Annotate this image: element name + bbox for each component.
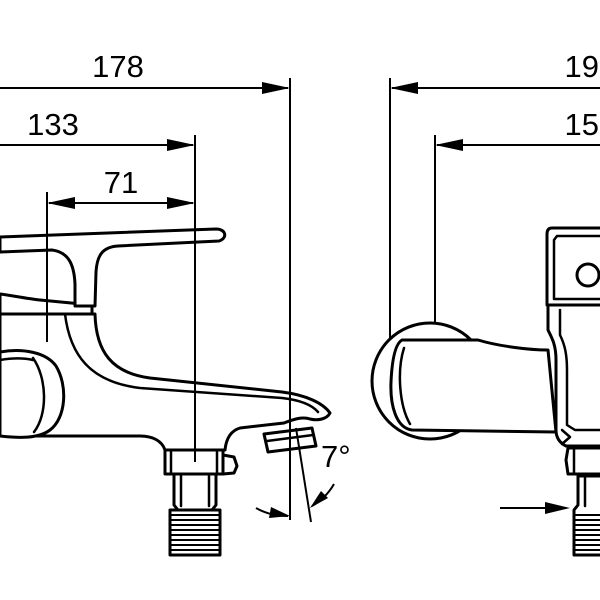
faucet-side bbox=[370, 226, 600, 557]
dimension-spout-reach: 133 bbox=[0, 107, 195, 151]
diverter-knob-top-line bbox=[0, 357, 35, 362]
thread-fitting bbox=[168, 508, 222, 557]
dimension-arrow-side bbox=[545, 502, 570, 514]
dimension-lever-offset: 71 bbox=[47, 165, 195, 209]
arrowhead-right bbox=[167, 197, 195, 209]
faucet-front bbox=[0, 227, 332, 557]
dimension-label-15: 15 bbox=[565, 107, 599, 142]
thread-lines bbox=[170, 514, 220, 551]
arrowhead-left bbox=[390, 82, 418, 94]
dimension-label-178: 178 bbox=[92, 49, 144, 84]
thread-lines bbox=[574, 514, 600, 551]
side-view: 19 15 bbox=[370, 49, 600, 557]
angle-arrowhead-right bbox=[310, 491, 328, 508]
body-side bbox=[546, 303, 600, 448]
arrowhead-left bbox=[47, 197, 75, 209]
arrowhead-right bbox=[167, 139, 195, 151]
angle-annotation: 7° bbox=[255, 427, 351, 523]
thread-fitting-neck-lines bbox=[179, 474, 211, 508]
dimension-label-133: 133 bbox=[27, 107, 79, 142]
dimension-overall-depth: 19 bbox=[390, 49, 600, 94]
indicator-circle bbox=[575, 262, 600, 288]
hex-nut-edge-lines bbox=[169, 448, 219, 476]
diverter-knob-inner-line bbox=[31, 356, 46, 434]
hex-nut-side bbox=[221, 453, 239, 476]
hex-nut-side bbox=[564, 446, 600, 476]
dimension-label-71: 71 bbox=[104, 165, 138, 200]
spout-inner-line bbox=[63, 312, 320, 414]
body-side-notch bbox=[560, 428, 572, 446]
angle-label: 7° bbox=[321, 439, 351, 474]
arrowhead-right bbox=[262, 82, 290, 94]
cartridge-cap-inner-line bbox=[552, 234, 600, 301]
body-side-inner-line bbox=[558, 308, 600, 432]
angle-arrowhead-left bbox=[269, 507, 290, 518]
front-view: 178 133 71 bbox=[0, 49, 351, 557]
dimension-handle-depth: 15 bbox=[435, 107, 600, 151]
dimension-overall-width: 178 bbox=[0, 49, 290, 94]
angle-reference-line bbox=[295, 427, 312, 523]
lever-handle-side bbox=[389, 338, 558, 434]
diverter-knob bbox=[0, 349, 66, 439]
lever-handle bbox=[0, 227, 227, 308]
lever-handle-side-inner-line bbox=[398, 346, 412, 426]
arrowhead-left bbox=[435, 139, 463, 151]
dimension-label-19: 19 bbox=[565, 49, 599, 84]
